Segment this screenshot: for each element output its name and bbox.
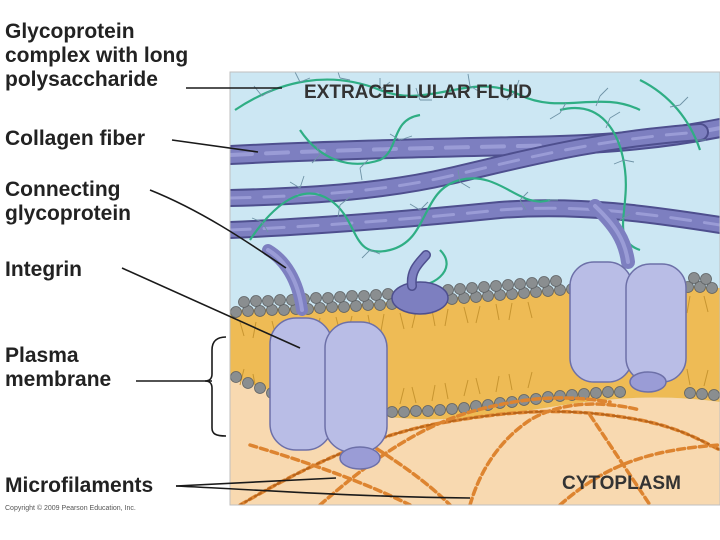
cytoplasm-label: CYTOPLASM xyxy=(562,473,681,494)
integrin-left xyxy=(262,244,388,470)
label-plasma-membrane: Plasma membrane xyxy=(5,344,112,391)
label-connecting-glycoprotein: Connecting glycoprotein xyxy=(5,178,132,225)
membrane-surface-protein xyxy=(391,250,449,315)
diagram-panel-border xyxy=(229,71,720,506)
label-integrin: Integrin xyxy=(5,258,82,281)
label-collagen-fiber: Collagen fiber xyxy=(5,127,146,150)
extracellular-fluid-label: EXTRACELLULAR FLUID xyxy=(304,82,532,103)
polysaccharide-chains xyxy=(234,78,702,287)
leader-lines xyxy=(121,87,471,499)
copyright-notice: Copyright © 2009 Pearson Education, Inc. xyxy=(5,505,136,512)
integrin-right xyxy=(569,199,687,393)
collagen-fibers xyxy=(230,118,720,239)
label-microfilaments: Microfilaments xyxy=(5,474,154,497)
cytoplasm-region xyxy=(230,375,720,505)
label-glycoprotein-complex: Glycoprotein complex with long polysacch… xyxy=(5,20,189,91)
